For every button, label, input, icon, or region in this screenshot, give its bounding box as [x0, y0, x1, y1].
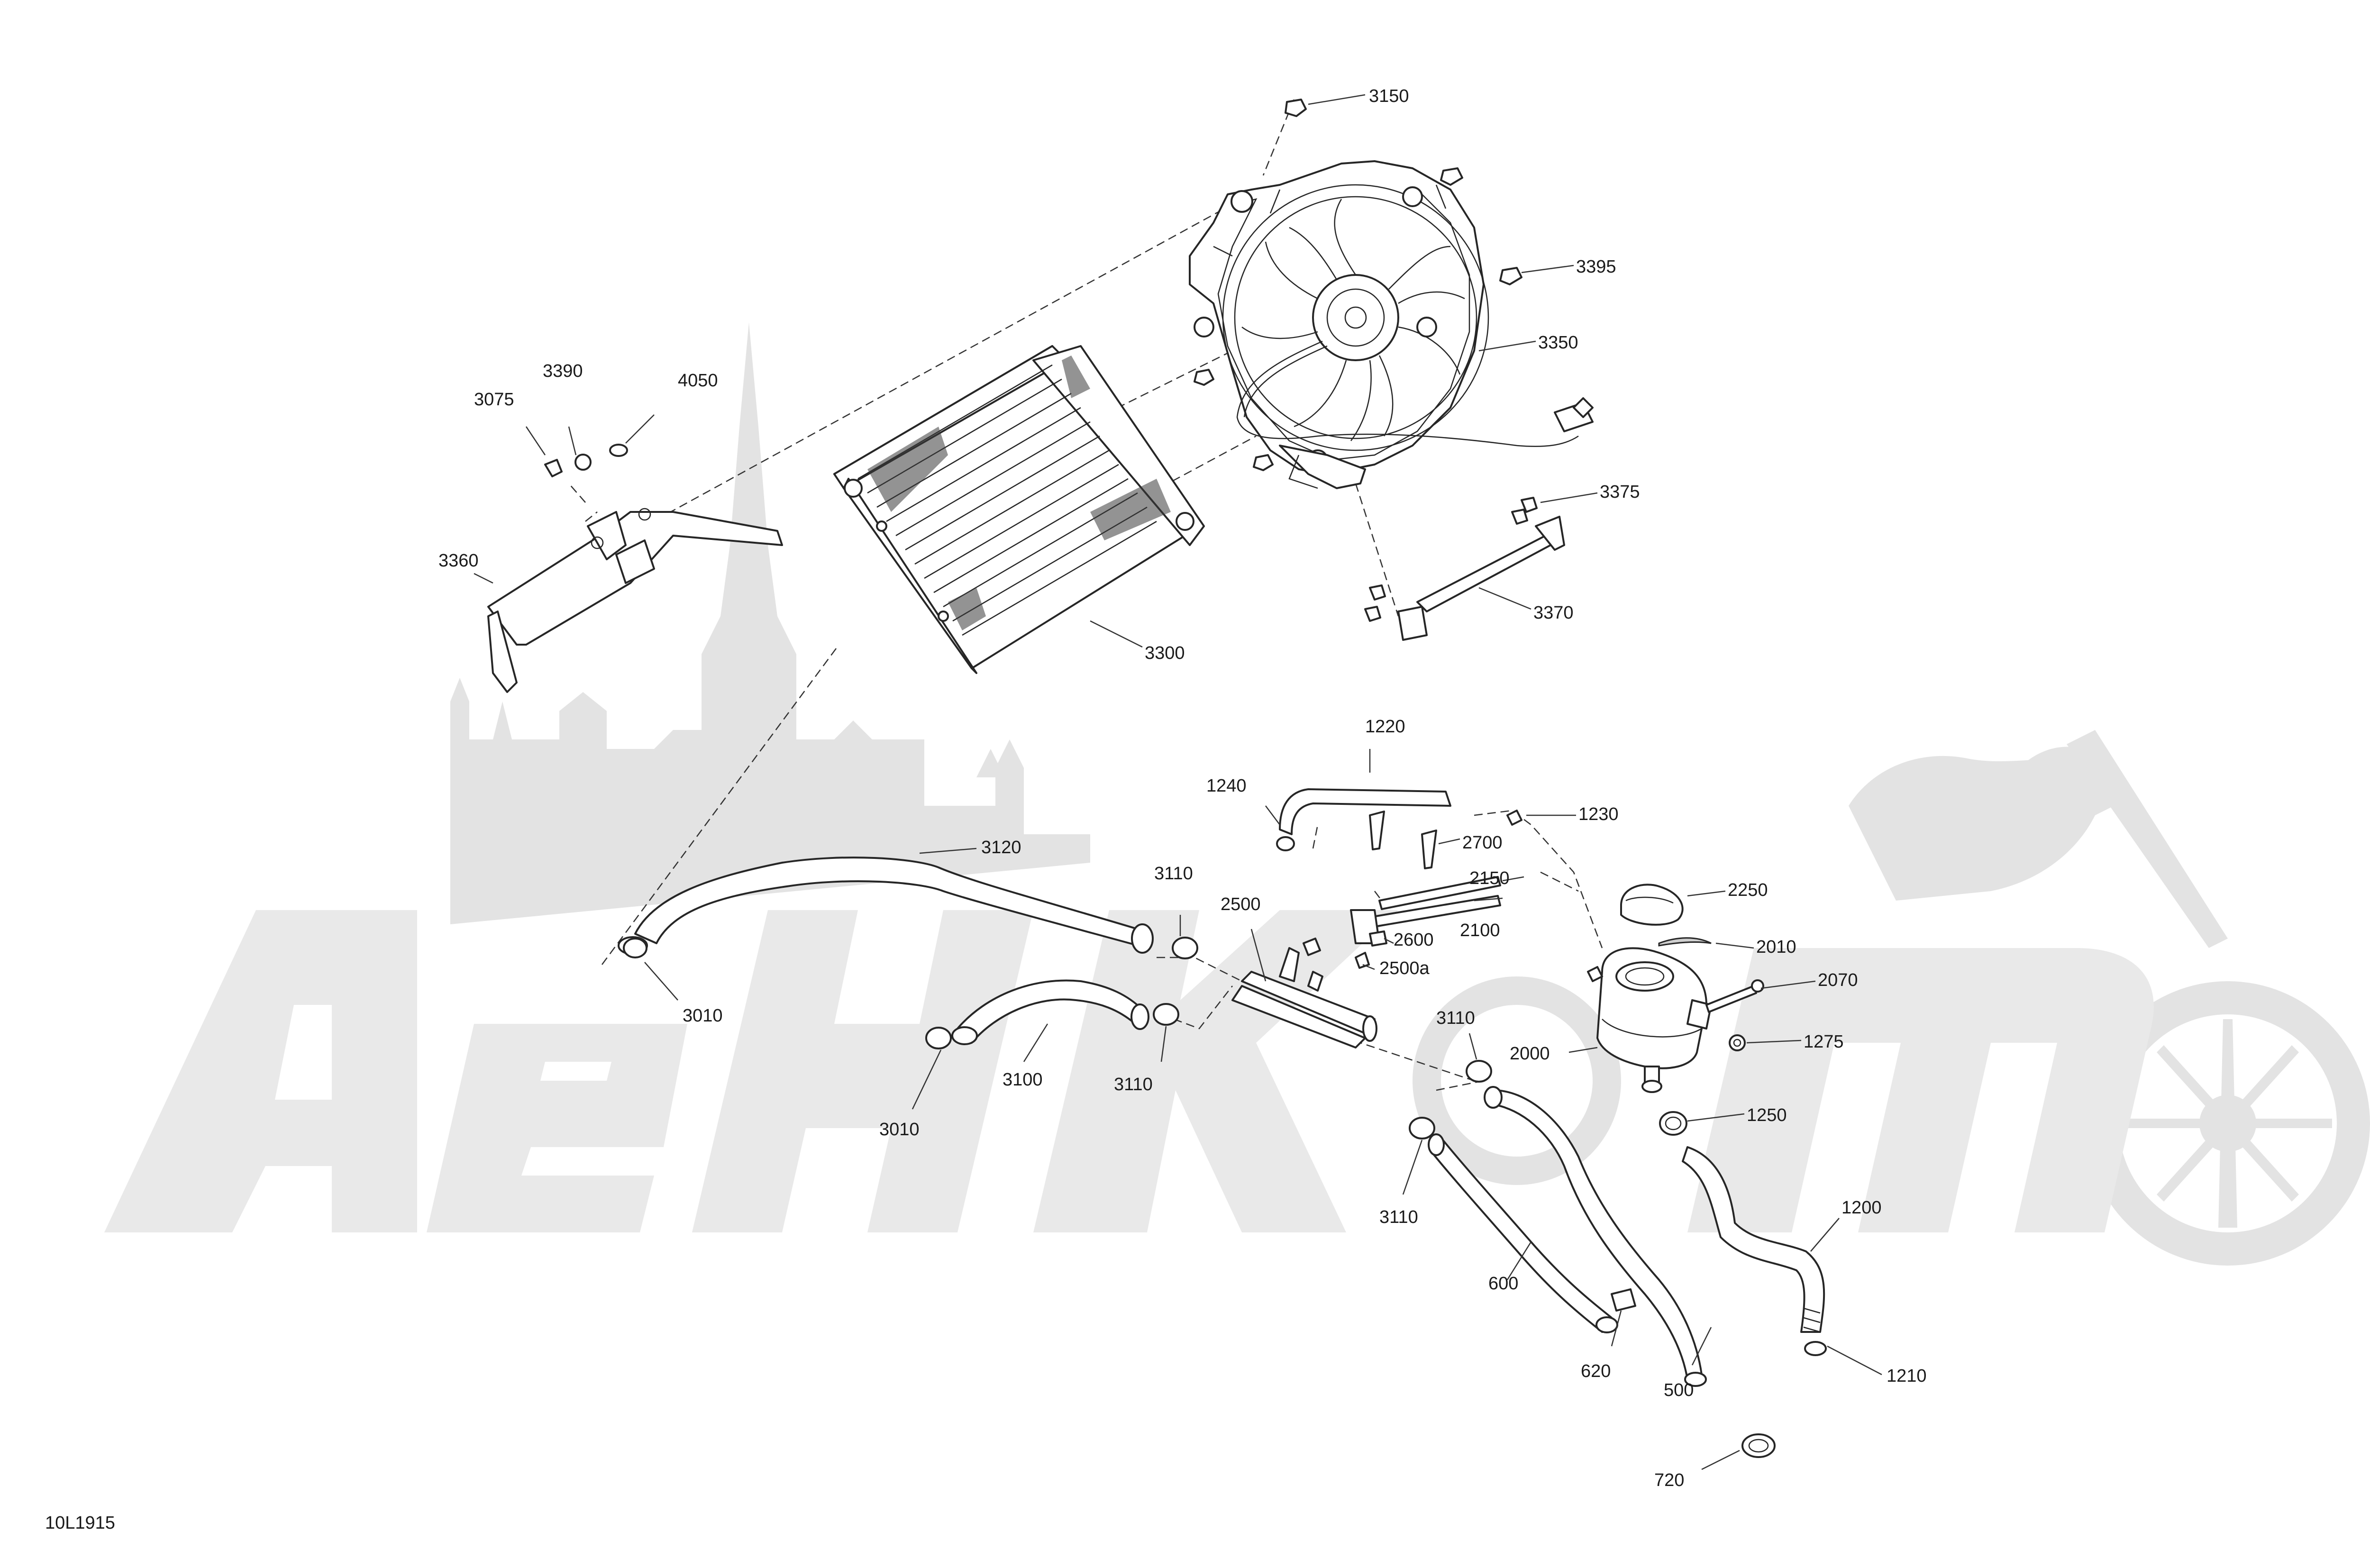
callout-2100: 2100: [1460, 921, 1500, 940]
callout-2250: 2250: [1728, 880, 1768, 900]
hose-500: [1484, 1086, 1707, 1387]
nut-3390: [574, 454, 592, 471]
bolt-2600: [1369, 930, 1387, 947]
callout-labels: 3150 3395 3350 3375 3370 3300 3390 4050 …: [45, 86, 1927, 1533]
callout-3120: 3120: [981, 838, 1021, 857]
seal-2010: [1658, 937, 1712, 947]
clamp-3110-d: [1409, 1117, 1435, 1140]
fitting-1230: [1506, 810, 1522, 826]
clamp-1210: [1804, 1341, 1827, 1356]
pipe-1220: [1276, 788, 1522, 851]
cap-620: [1611, 1288, 1636, 1312]
callout-2000: 2000: [1510, 1044, 1550, 1064]
manifold-2500: [1231, 938, 1377, 1048]
screws-2700: [1369, 811, 1437, 869]
watermark-logo: [104, 322, 2370, 1266]
callout-3075: 3075: [474, 390, 514, 410]
clamps-right: [1409, 1060, 1827, 1458]
callout-1275: 1275: [1804, 1032, 1844, 1052]
callout-3370: 3370: [1533, 603, 1574, 623]
callout-1210: 1210: [1887, 1366, 1927, 1386]
expansion-tank-2000: [1587, 947, 1712, 1093]
bracket-2100-2150: [1350, 876, 1501, 947]
callout-2600: 2600: [1394, 930, 1434, 950]
callout-1240: 1240: [1206, 776, 1247, 796]
clamps-left: [623, 937, 1198, 1049]
callout-3300: 3300: [1145, 643, 1185, 663]
fan-assembly: [1189, 160, 1594, 489]
hose-3100: [951, 979, 1149, 1045]
callout-500: 500: [1664, 1380, 1694, 1400]
callout-1250: 1250: [1747, 1105, 1787, 1125]
callout-3350: 3350: [1538, 333, 1578, 353]
callout-3110-a: 3110: [1154, 864, 1193, 884]
callout-2500: 2500: [1221, 894, 1261, 914]
callout-2700: 2700: [1462, 833, 1503, 853]
hose-600: [1428, 1133, 1618, 1333]
bolt-3395: [1499, 267, 1522, 285]
bolt-2070: [1705, 979, 1764, 1013]
callout-620: 620: [1581, 1361, 1611, 1381]
bolt-2500a: [1355, 952, 1370, 969]
fan-fasteners: [1194, 99, 1522, 471]
bolt-3150: [1285, 99, 1307, 117]
callout-3360: 3360: [438, 551, 479, 571]
nut-1275: [1729, 1034, 1746, 1051]
callout-3010-a: 3010: [683, 1006, 723, 1026]
callout-1230: 1230: [1578, 804, 1619, 824]
clip-3075: [544, 459, 563, 477]
callout-3375: 3375: [1600, 482, 1640, 502]
callout-3010-b: 3010: [879, 1120, 920, 1140]
callout-1200: 1200: [1841, 1198, 1882, 1218]
washer-4050: [609, 444, 628, 457]
callout-2070: 2070: [1818, 970, 1858, 990]
fitting-1240: [1276, 836, 1295, 851]
clamp-1250: [1659, 1111, 1687, 1136]
clamp-3110-b: [1466, 1060, 1492, 1083]
leader-lines: [474, 94, 1882, 1470]
callout-3110-d: 3110: [1379, 1207, 1418, 1227]
callout-720: 720: [1654, 1470, 1684, 1490]
callout-4050: 4050: [678, 371, 718, 391]
bracket-3360: [487, 444, 783, 693]
callout-2010: 2010: [1756, 937, 1796, 957]
nut-top: [1440, 167, 1463, 186]
callout-3110-c: 3110: [1114, 1075, 1153, 1094]
callout-3390: 3390: [543, 361, 583, 381]
callout-3150: 3150: [1369, 86, 1409, 106]
radiator-3300: [833, 345, 1205, 674]
cap-2250: [1620, 884, 1684, 926]
callout-600: 600: [1488, 1274, 1518, 1294]
drawing-id: 10L1915: [45, 1513, 115, 1533]
callout-3395: 3395: [1576, 257, 1616, 277]
callout-3100: 3100: [1003, 1070, 1043, 1090]
callout-3110-b: 3110: [1436, 1008, 1475, 1028]
callout-2500a: 2500a: [1379, 958, 1430, 978]
bracket-3370: [1364, 497, 1565, 641]
hose-1200: [1682, 1146, 1825, 1333]
callout-1220: 1220: [1365, 717, 1405, 737]
callout-2150: 2150: [1469, 868, 1510, 888]
clamp-720: [1741, 1433, 1776, 1458]
